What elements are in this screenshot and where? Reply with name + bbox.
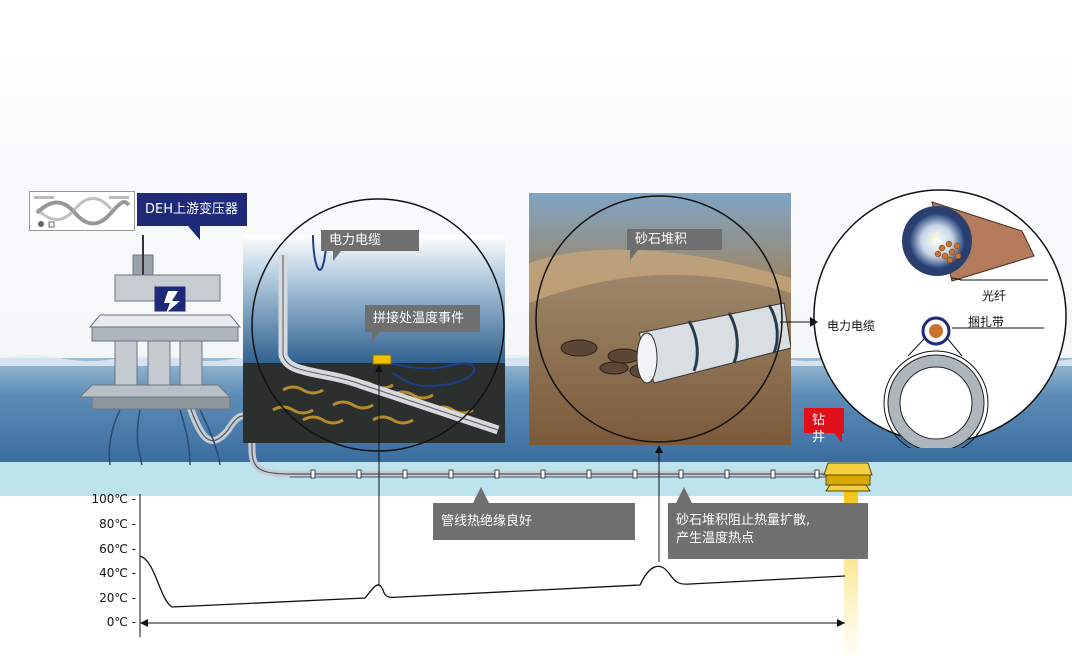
drill-well-pointer xyxy=(826,433,842,443)
temp-tick-20: 20℃ - xyxy=(99,591,136,605)
good-insulation-label: 管线热绝缘良好 xyxy=(433,503,635,540)
deh-transformer-label: DEH上游变压器 xyxy=(137,193,247,226)
splice-event-label: 拼接处温度事件 xyxy=(365,305,480,332)
temp-tick-40: 40℃ - xyxy=(99,566,136,580)
temp-tick-100: 100℃ - xyxy=(91,492,136,506)
deh-label-pointer xyxy=(178,226,200,240)
offshore-platform-icon xyxy=(80,235,242,466)
good-insulation-pointer xyxy=(473,487,489,503)
cable-cross-section-inset xyxy=(813,189,1067,448)
sand-hotspot-label: 砂石堆积阻止热量扩散, 产生温度热点 xyxy=(668,503,868,559)
sand-hotspot-line2: 产生温度热点 xyxy=(676,531,755,546)
sand-gravel-label: 砂石堆积 xyxy=(627,229,722,250)
amphenol-chart-thumbnail xyxy=(29,191,135,231)
strapping-band-label: 捆扎带 xyxy=(968,315,1005,329)
splice-event-pointer xyxy=(372,332,388,342)
temp-tick-0: 0℃ - xyxy=(106,615,136,629)
power-cable-pointer xyxy=(333,251,349,261)
optical-fiber-label: 光纤 xyxy=(982,289,1007,303)
inset-arrow xyxy=(780,317,818,327)
temp-tick-60: 60℃ - xyxy=(99,542,136,556)
splice-inset xyxy=(243,198,505,452)
sand-gravel-pointer xyxy=(630,250,646,260)
drill-well-label: 钻井 xyxy=(804,408,844,445)
sand-hotspot-line1: 砂石堆积阻止热量扩散, xyxy=(676,513,811,528)
sand-hotspot-pointer xyxy=(676,487,692,503)
cross-section-power-cable-label: 电力电缆 xyxy=(827,319,876,333)
temp-tick-80: 80℃ - xyxy=(99,517,136,531)
power-cable-label: 电力电缆 xyxy=(321,230,419,251)
